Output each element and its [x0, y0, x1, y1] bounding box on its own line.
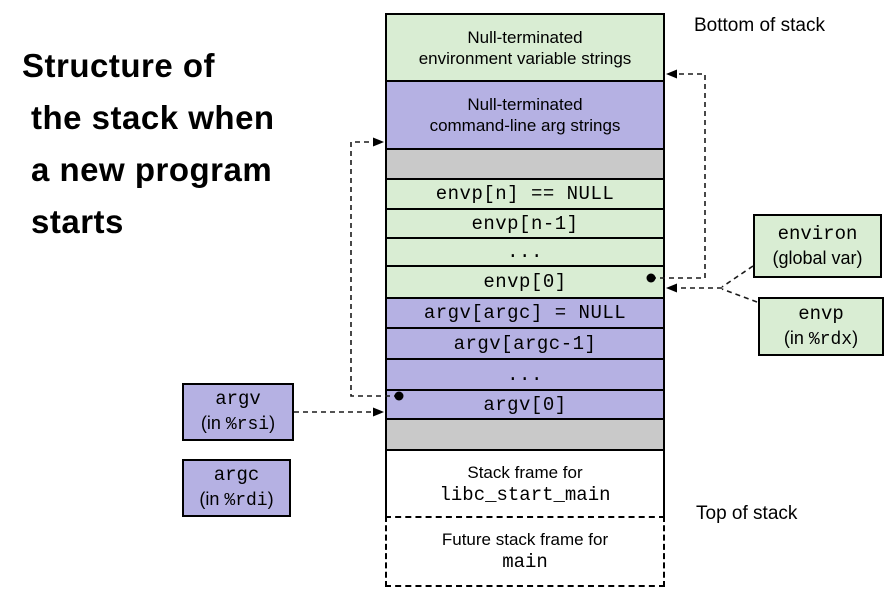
stack-diagram: Null-terminated environment variable str… — [385, 13, 665, 520]
stack-row-padding-top — [387, 150, 663, 180]
stack-row-argv-0: argv[0] — [387, 391, 663, 420]
envp-box-name: envp — [798, 302, 844, 325]
stack-row-env-strings: Null-terminated environment variable str… — [387, 15, 663, 82]
stack-row-envp-0: envp[0] — [387, 267, 663, 299]
argc-reg: %rdi — [224, 491, 268, 511]
stack-row-libc-frame: Stack frame for libc_start_main — [387, 451, 663, 518]
top-of-stack-label: Top of stack — [696, 503, 798, 524]
libc-frame-line1: Stack frame for — [467, 463, 583, 482]
envp-box-line — [721, 288, 758, 303]
argc-register-box: argc (in %rdi) — [182, 459, 291, 517]
stack-row-padding-bottom — [387, 420, 663, 451]
argv-reg: %rsi — [225, 415, 270, 435]
argc-in-post: ) — [267, 489, 274, 509]
title-line-4: starts — [31, 203, 124, 240]
argv-box-register: (in %rsi) — [201, 411, 275, 437]
bottom-of-stack-label: Bottom of stack — [694, 15, 825, 36]
stack-row-arg-strings: Null-terminated command-line arg strings — [387, 82, 663, 150]
envp-box-register: (in %rdx) — [784, 326, 858, 352]
environ-global-box: environ (global var) — [753, 214, 882, 278]
environ-box-line — [721, 265, 754, 288]
stack-row-argv-argc: argv[argc] = NULL — [387, 299, 663, 329]
env-strings-line1: Null-terminated — [467, 27, 583, 47]
title-line-1: Structure of — [22, 47, 216, 84]
future-frame-line1: Future stack frame for — [441, 530, 609, 549]
libc-frame-line2: libc_start_main — [439, 484, 611, 506]
env-strings-line2: environment variable strings — [418, 48, 632, 68]
arg-strings-line2: command-line arg strings — [429, 116, 621, 135]
future-frame-line2: main — [502, 551, 548, 573]
envp0-deref-arrowhead — [666, 69, 677, 79]
argc-box-register: (in %rdi) — [199, 487, 273, 513]
envp-reg: %rdx — [808, 329, 853, 350]
stack-row-argv-argc-minus-1: argv[argc-1] — [387, 329, 663, 360]
envp-in-pre: (in — [783, 327, 809, 348]
argv-in-post: ) — [269, 413, 276, 433]
stack-row-future-main-frame: Future stack frame for main — [385, 516, 665, 587]
argv-box-arrowhead — [373, 407, 384, 417]
argc-box-name: argc — [213, 464, 260, 486]
title-line-3: a new program — [31, 151, 273, 188]
argc-in-pre: (in — [199, 489, 225, 509]
environ-box-name: environ — [777, 223, 858, 245]
stack-row-envp-n-minus-1: envp[n-1] — [387, 210, 663, 239]
argv-box-name: argv — [215, 388, 261, 410]
envp-in-post: ) — [852, 327, 859, 348]
environ-box-sub: (global var) — [772, 248, 863, 268]
argv-register-box: argv (in %rsi) — [182, 383, 294, 441]
slide-title: Structure of the stack when a new progra… — [22, 40, 275, 248]
converged-envp-arrowhead — [666, 283, 677, 293]
argv0-deref-arrowhead — [373, 137, 384, 147]
envp-register-box: envp (in %rdx) — [758, 297, 884, 356]
arg-strings-line1: Null-terminated — [467, 95, 583, 114]
stack-row-argv-ellipsis: ... — [387, 360, 663, 391]
argv-in-pre: (in — [200, 413, 226, 433]
title-line-2: the stack when — [31, 99, 275, 136]
stack-row-envp-ellipsis: ... — [387, 239, 663, 267]
stack-row-envp-n: envp[n] == NULL — [387, 180, 663, 210]
